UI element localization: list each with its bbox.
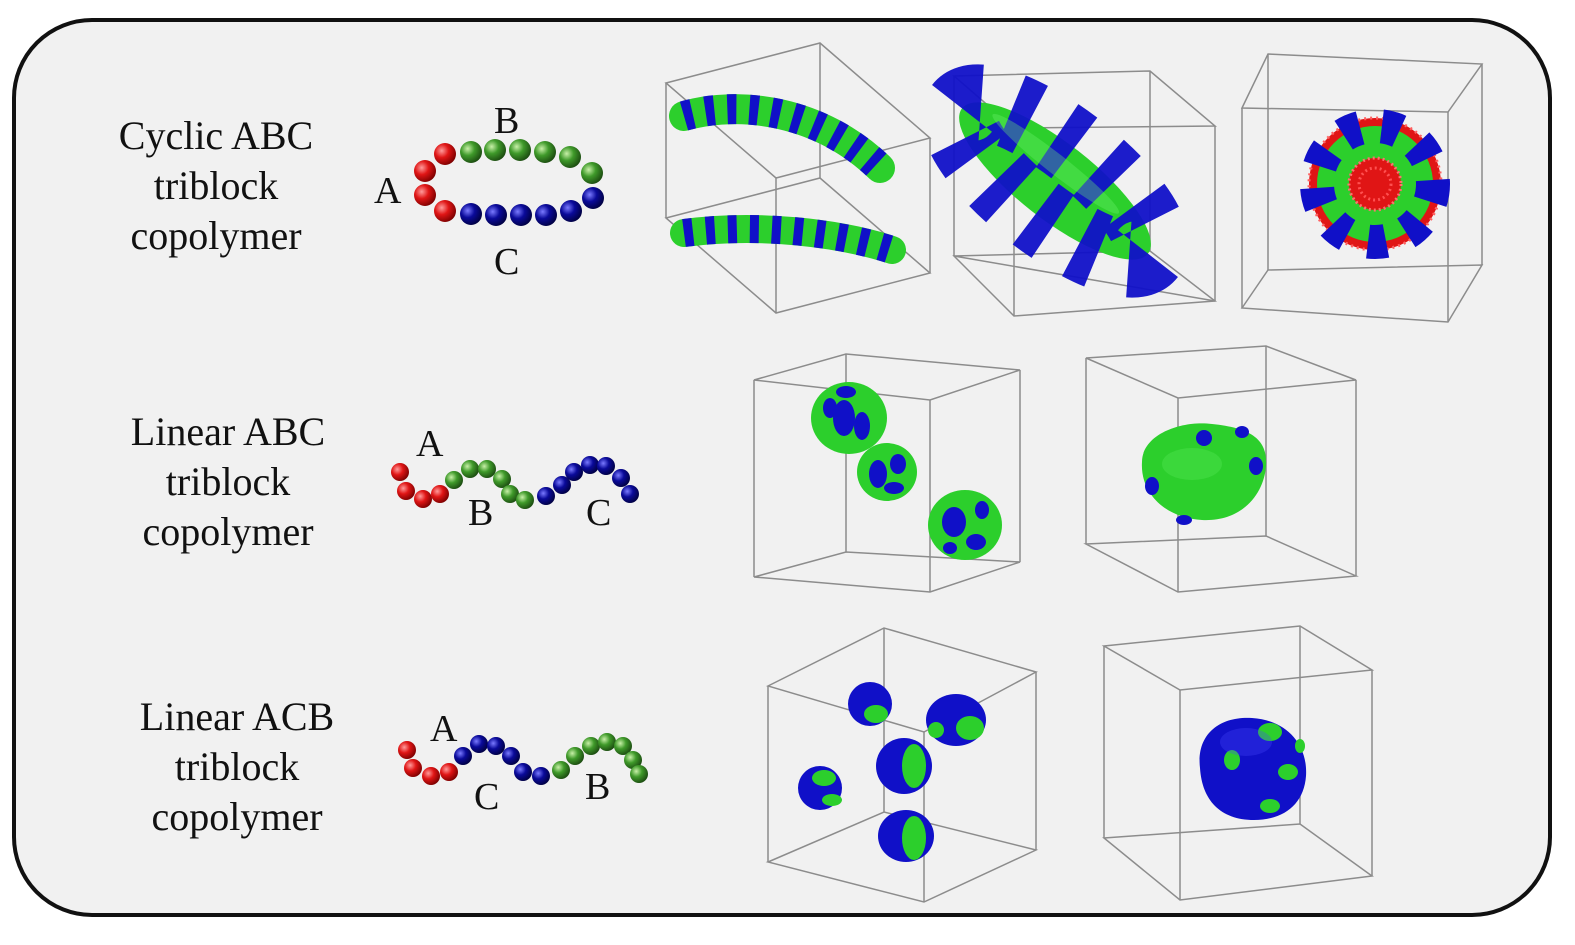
- block-b-beads: [460, 139, 603, 184]
- block-b-beads: [445, 460, 534, 509]
- block-c-beads: [537, 456, 639, 505]
- blue-aggregate: [1199, 717, 1307, 820]
- sim-box-five-micelles: [765, 627, 1039, 903]
- box-edges: [664, 42, 932, 314]
- sim-box-micelle: [1240, 53, 1484, 323]
- label-line-3: copolymer: [130, 213, 302, 258]
- upper-helix-strand: [669, 94, 895, 183]
- patchy-micelle-1: [811, 382, 887, 454]
- letter-b: B: [494, 100, 520, 142]
- block-a-beads: [391, 463, 449, 508]
- linear-abc-molecule-diagram: [391, 456, 639, 509]
- patchy-micelle-2: [857, 443, 917, 501]
- patchy-micelle-3: [928, 490, 1002, 560]
- label-line-1: Linear ABC: [130, 409, 326, 454]
- small-micelle-1: [848, 682, 892, 726]
- sim-box-blue-aggregate: [1101, 625, 1375, 901]
- label-line-2: triblock: [153, 163, 279, 208]
- label-line-3: copolymer: [142, 509, 314, 554]
- small-micelle-5: [878, 810, 934, 862]
- letter-a: A: [416, 423, 444, 465]
- block-a-beads: [414, 143, 456, 222]
- small-micelle-4: [798, 766, 842, 810]
- lower-helix-strand: [670, 215, 906, 264]
- block-a-beads: [398, 741, 458, 785]
- row-label-linear-acb: Linear ACB triblock copolymer: [87, 692, 387, 842]
- small-micelle-3: [876, 738, 932, 794]
- sim-box-ellipsoid: [921, 64, 1218, 317]
- letter-b: B: [585, 766, 611, 808]
- striped-ellipsoid: [921, 64, 1189, 298]
- row-label-cyclic-abc: Cyclic ABC triblock copolymer: [66, 111, 366, 261]
- label-line-2: triblock: [174, 744, 300, 789]
- block-b-beads: [552, 733, 648, 783]
- letter-c: C: [474, 776, 500, 818]
- cyclic-molecule-diagram: [414, 139, 604, 226]
- block-c-beads: [454, 735, 550, 785]
- box-edges: [1240, 53, 1484, 323]
- letter-a: A: [374, 170, 402, 212]
- label-line-1: Linear ACB: [139, 694, 335, 739]
- letter-c: C: [494, 241, 520, 283]
- block-c-beads: [460, 187, 604, 226]
- sim-box-single-aggregate: [1083, 345, 1359, 593]
- micelle-cross-section: [1300, 109, 1450, 259]
- row-label-linear-abc: Linear ABC triblock copolymer: [78, 407, 378, 557]
- linear-acb-molecule-diagram: [398, 733, 648, 785]
- label-line-1: Cyclic ABC: [118, 113, 314, 158]
- letter-a: A: [430, 708, 458, 750]
- label-line-3: copolymer: [151, 794, 323, 839]
- sim-box-helices: [664, 42, 932, 314]
- sim-box-three-micelles: [753, 353, 1021, 593]
- letter-b: B: [468, 492, 494, 534]
- label-line-2: triblock: [165, 459, 291, 504]
- small-micelle-2: [926, 694, 986, 746]
- patchy-aggregate: [1141, 423, 1267, 525]
- letter-c: C: [586, 492, 612, 534]
